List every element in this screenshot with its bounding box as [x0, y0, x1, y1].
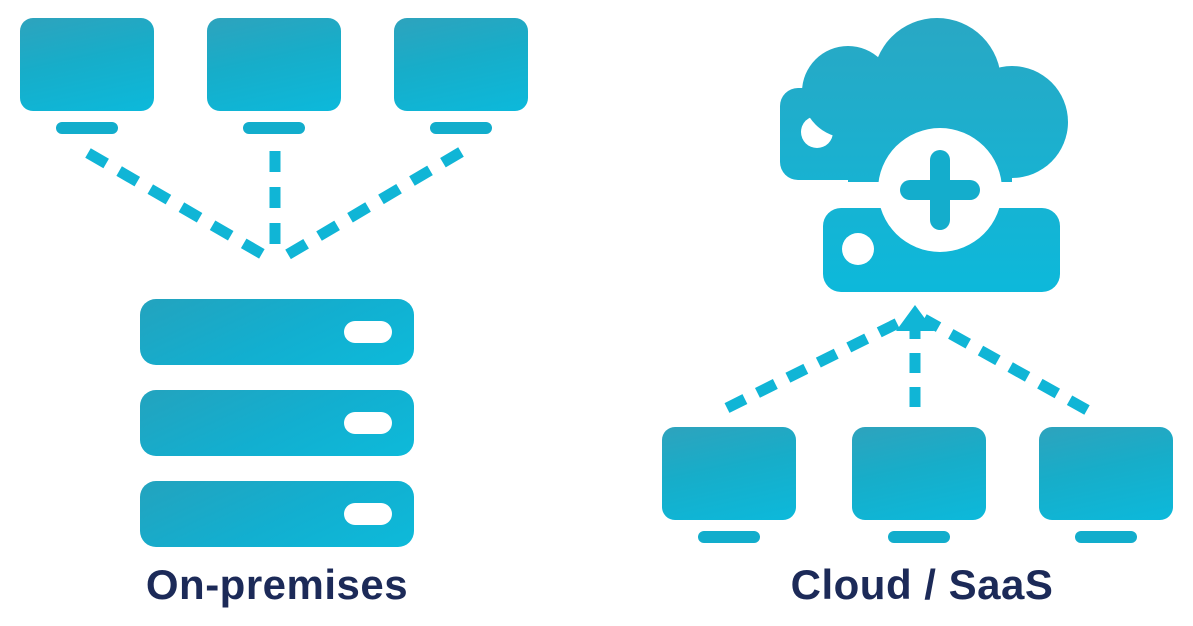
monitor-screen	[20, 18, 154, 111]
server-dot	[842, 233, 874, 265]
cloud-add-server-icon	[780, 18, 1068, 292]
monitor-icon	[207, 18, 341, 144]
server-unit	[140, 481, 414, 547]
server-led-slot	[344, 503, 392, 525]
server-led-slot	[344, 412, 392, 434]
server-unit	[140, 299, 414, 365]
monitor-icon	[20, 18, 154, 144]
monitor-stand	[243, 122, 305, 134]
monitor-stand	[430, 122, 492, 134]
monitor-stand	[698, 531, 760, 543]
monitor-icon	[852, 427, 986, 553]
monitor-stand	[888, 531, 950, 543]
cloud-shape	[802, 18, 1068, 182]
arrowhead-up	[896, 305, 934, 331]
server-led-slot	[344, 321, 392, 343]
monitor-screen	[852, 427, 986, 520]
monitor-screen	[662, 427, 796, 520]
monitor-stand	[56, 122, 118, 134]
on-premises-label: On-premises	[145, 561, 409, 608]
monitor-screen	[1039, 427, 1173, 520]
monitor-icon	[394, 18, 528, 144]
cloud-saas-label: Cloud / SaaS	[790, 561, 1054, 608]
monitor-icon	[662, 427, 796, 553]
server-rack-icon	[140, 299, 414, 547]
monitor-screen	[394, 18, 528, 111]
monitor-icon	[1039, 427, 1173, 553]
monitor-stand	[1075, 531, 1137, 543]
plus-icon	[900, 150, 980, 230]
monitor-screen	[207, 18, 341, 111]
server-unit	[140, 390, 414, 456]
